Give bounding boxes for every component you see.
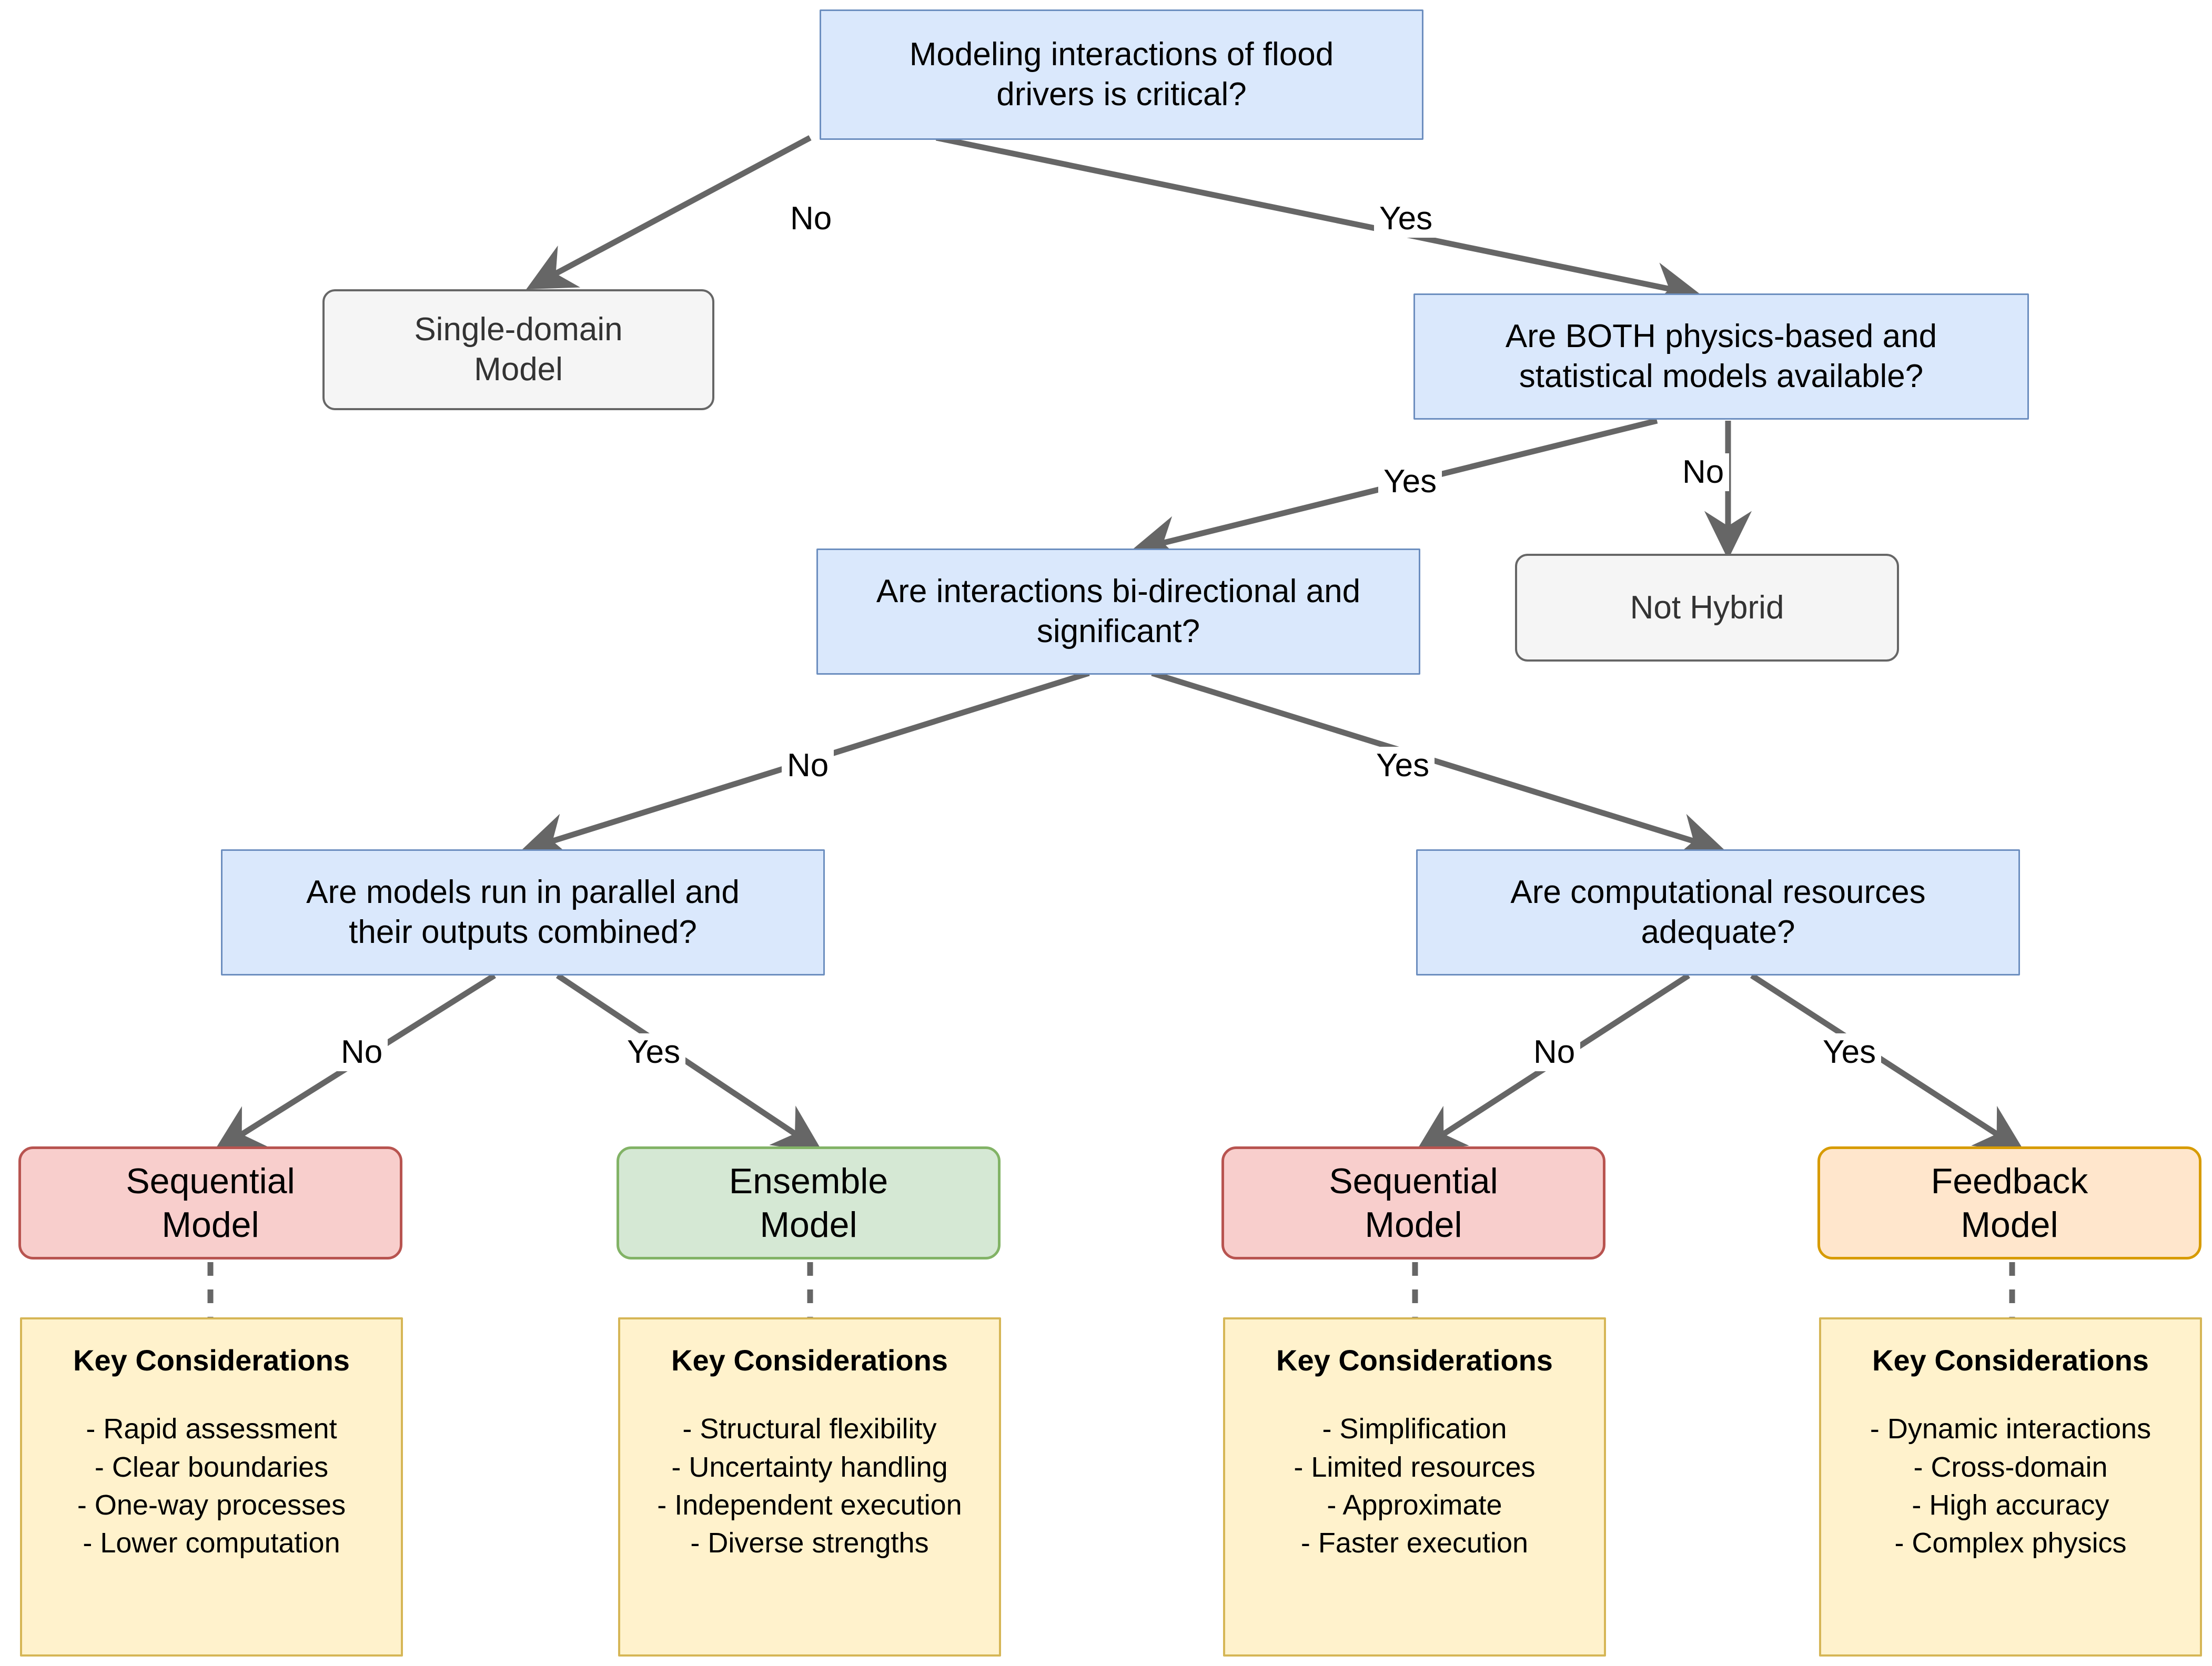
note-3-item-2: - Limited resources <box>1294 1451 1536 1483</box>
node-both-models-line1: Are BOTH physics-based and <box>1505 318 1937 355</box>
node-resources-line2: adequate? <box>1641 914 1795 950</box>
note-1-item-4: - Lower computation <box>83 1527 340 1559</box>
edge-label-bidir-yes: Yes <box>1371 747 1435 785</box>
edge-parallel-yes <box>555 973 823 1153</box>
edge-bidir-yes <box>1151 670 1726 859</box>
node-bidirectional-decision[interactable]: Are interactions bi-directional and sign… <box>816 548 1420 675</box>
node-bidirectional-line2: significant? <box>1036 613 1200 649</box>
note-2-item-4: - Diverse strengths <box>690 1527 929 1559</box>
note-1-item-3: - One-way processes <box>77 1489 346 1521</box>
note-key-considerations-3: Key Considerations - Simplification - Li… <box>1223 1317 1606 1657</box>
edge-label-root-no: No <box>785 200 837 238</box>
node-root-line1: Modeling interactions of flood <box>909 36 1334 73</box>
node-resources-line1: Are computational resources <box>1510 874 1926 911</box>
note-4-item-4: - Complex physics <box>1894 1527 2127 1559</box>
node-single-domain-model[interactable]: Single-domain Model <box>322 289 714 410</box>
node-sequential-model-right[interactable]: Sequential Model <box>1221 1146 1605 1259</box>
note-1-title: Key Considerations <box>73 1344 350 1377</box>
node-feedback-line2: Model <box>1961 1204 2058 1245</box>
edge-label-both-no: No <box>1677 453 1730 492</box>
edge-label-both-yes: Yes <box>1378 463 1442 501</box>
note-4-item-3: - High accuracy <box>1912 1489 2109 1521</box>
edge-label-bidir-no: No <box>782 747 834 785</box>
node-single-domain-line2: Model <box>474 351 563 388</box>
note-4-title: Key Considerations <box>1872 1344 2149 1377</box>
note-key-considerations-4: Key Considerations - Dynamic interaction… <box>1819 1317 2202 1657</box>
note-2-item-1: - Structural flexibility <box>682 1413 937 1445</box>
edge-root-yes <box>935 135 1702 309</box>
node-sequential-left-line2: Model <box>161 1204 259 1245</box>
node-both-models-line2: statistical models available? <box>1519 358 1924 394</box>
note-3-item-4: - Faster execution <box>1300 1527 1529 1559</box>
node-ensemble-line2: Model <box>760 1204 857 1245</box>
note-2-item-2: - Uncertainty handling <box>671 1451 948 1483</box>
node-resources-decision[interactable]: Are computational resources adequate? <box>1416 849 2020 976</box>
node-bidirectional-line1: Are interactions bi-directional and <box>876 573 1361 610</box>
node-sequential-right-line2: Model <box>1365 1204 1462 1245</box>
note-4-item-2: - Cross-domain <box>1913 1451 2108 1483</box>
node-not-hybrid[interactable]: Not Hybrid <box>1515 554 1899 662</box>
node-both-models-decision[interactable]: Are BOTH physics-based and statistical m… <box>1413 293 2029 420</box>
note-1-item-2: - Clear boundaries <box>94 1451 329 1483</box>
edge-label-parallel-no: No <box>336 1033 388 1072</box>
note-4-item-1: - Dynamic interactions <box>1870 1413 2152 1445</box>
node-root-decision[interactable]: Modeling interactions of flood drivers i… <box>820 9 1423 140</box>
node-ensemble-model[interactable]: Ensemble Model <box>617 1146 1001 1259</box>
note-key-considerations-1: Key Considerations - Rapid assessment - … <box>20 1317 403 1657</box>
node-root-line2: drivers is critical? <box>996 76 1247 113</box>
node-parallel-decision[interactable]: Are models run in parallel and their out… <box>221 849 825 976</box>
node-ensemble-line1: Ensemble <box>729 1161 888 1201</box>
node-single-domain-line1: Single-domain <box>414 311 623 348</box>
edge-label-root-yes: Yes <box>1374 200 1438 238</box>
edge-label-parallel-yes: Yes <box>622 1033 686 1072</box>
node-sequential-model-left[interactable]: Sequential Model <box>18 1146 402 1259</box>
note-3-item-3: - Approximate <box>1327 1489 1502 1521</box>
node-not-hybrid-label: Not Hybrid <box>1630 589 1784 626</box>
edge-resources-yes <box>1750 973 2025 1152</box>
edge-root-no <box>526 135 812 290</box>
note-1-item-1: - Rapid assessment <box>86 1413 337 1445</box>
node-parallel-line2: their outputs combined? <box>349 914 697 950</box>
edge-label-resources-no: No <box>1528 1033 1581 1072</box>
node-sequential-right-line1: Sequential <box>1329 1161 1498 1201</box>
node-sequential-left-line1: Sequential <box>126 1161 295 1201</box>
note-3-item-1: - Simplification <box>1322 1413 1507 1445</box>
note-key-considerations-2: Key Considerations - Structural flexibil… <box>618 1317 1001 1657</box>
note-3-title: Key Considerations <box>1276 1344 1553 1377</box>
note-2-item-3: - Independent execution <box>657 1489 962 1521</box>
edge-label-resources-yes: Yes <box>1817 1033 1882 1072</box>
note-2-title: Key Considerations <box>671 1344 948 1377</box>
node-feedback-model[interactable]: Feedback Model <box>1817 1146 2201 1259</box>
node-parallel-line1: Are models run in parallel and <box>306 874 740 911</box>
node-feedback-line1: Feedback <box>1931 1161 2088 1201</box>
